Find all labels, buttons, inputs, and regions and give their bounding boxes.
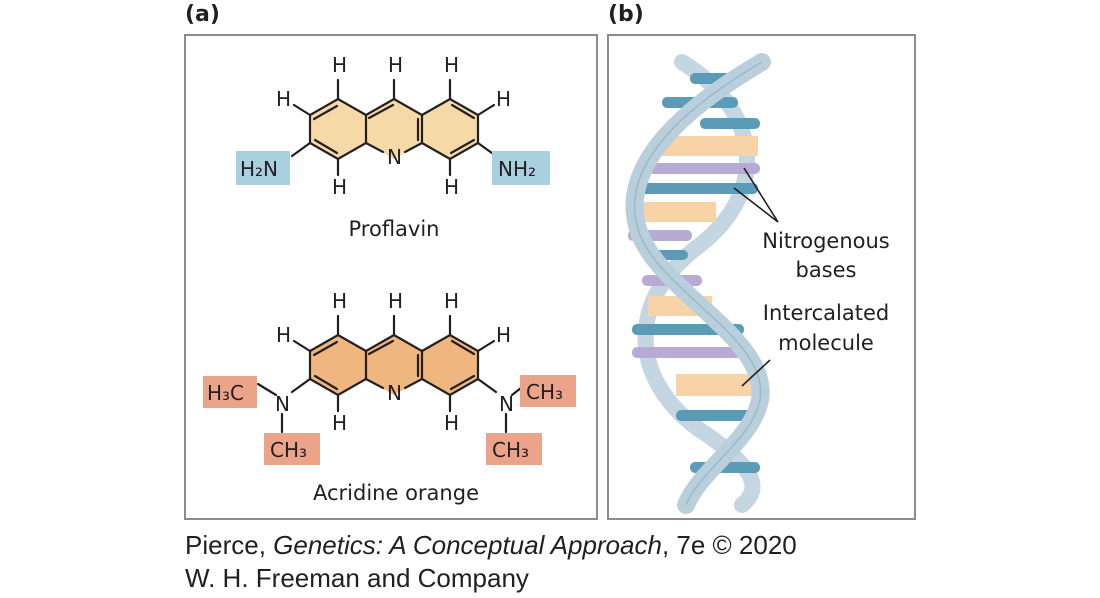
h-atom: H bbox=[276, 87, 291, 111]
amine-highlight-right bbox=[492, 151, 550, 185]
intercalated-molecule bbox=[676, 374, 760, 396]
acridine-orange-structure: H H H H H H H N N N H₃C CH₃ CH₃ CH₃ Acri… bbox=[203, 289, 576, 505]
amine-group-left: H₂N bbox=[240, 157, 278, 181]
h-atom: H bbox=[332, 411, 347, 435]
h-atom: H bbox=[332, 53, 347, 77]
credit-author: Pierce, bbox=[185, 530, 274, 560]
credit-line: Pierce, Genetics: A Conceptual Approach,… bbox=[185, 530, 797, 561]
base-pairs bbox=[628, 73, 760, 473]
h-atom: H bbox=[276, 323, 291, 347]
label-leaders bbox=[733, 167, 779, 387]
base-blue bbox=[676, 410, 754, 421]
h-atom: H bbox=[496, 323, 511, 347]
h-atom: H bbox=[388, 53, 403, 77]
methyl-highlight bbox=[264, 433, 320, 465]
label-nitrogenous-bases-line1: Nitrogenous bbox=[762, 229, 889, 253]
base-purple bbox=[632, 347, 754, 358]
amine-nitrogen-left: N bbox=[275, 392, 290, 416]
proflavin-caption: Proflavin bbox=[349, 217, 440, 241]
base-blue bbox=[700, 118, 760, 129]
proflavin-ring-right bbox=[422, 99, 478, 159]
label-nitrogenous-bases-line2: bases bbox=[795, 258, 856, 282]
label-intercalated-molecule-line2: molecule bbox=[778, 331, 874, 355]
methyl-highlight bbox=[486, 433, 542, 465]
acridine-ring-right bbox=[422, 335, 478, 395]
proflavin-ring-left bbox=[310, 99, 366, 159]
ring-nitrogen: N bbox=[387, 381, 402, 405]
methyl-highlight bbox=[520, 375, 576, 407]
intercalated-molecule bbox=[630, 202, 716, 222]
base-blue bbox=[640, 183, 758, 194]
proflavin-structure: H H H H H H H N H₂N NH₂ Proflavin bbox=[236, 53, 550, 241]
panel-b-label: (b) bbox=[608, 2, 644, 27]
credit-publisher: W. H. Freeman and Company bbox=[185, 563, 529, 593]
h-atom: H bbox=[444, 53, 459, 77]
methyl-group-right: CH₃ bbox=[526, 380, 563, 404]
h-atom: H bbox=[444, 411, 459, 435]
amine-highlight-left bbox=[236, 151, 290, 185]
acridine-ring-center bbox=[366, 335, 422, 395]
h-atom: H bbox=[332, 289, 347, 313]
acridine-orange-caption: Acridine orange bbox=[313, 481, 479, 505]
amine-nitrogen-right: N bbox=[499, 392, 514, 416]
h-atom: H bbox=[444, 289, 459, 313]
methyl-group-left: H₃C bbox=[207, 381, 244, 405]
h-atom: H bbox=[444, 175, 459, 199]
proflavin-ring-center bbox=[366, 99, 422, 159]
label-intercalated-molecule-line1: Intercalated bbox=[763, 301, 889, 325]
acridine-ring-left bbox=[310, 335, 366, 395]
dna-backbone-front-edge bbox=[633, 61, 763, 506]
methyl-group-left-lower: CH₃ bbox=[270, 438, 307, 462]
h-atom: H bbox=[388, 289, 403, 313]
base-purple bbox=[648, 163, 760, 174]
amine-group-right: NH₂ bbox=[498, 157, 536, 181]
panel-a-label: (a) bbox=[185, 2, 220, 27]
ring-nitrogen: N bbox=[387, 145, 402, 169]
credit-edition: , 7e © 2020 bbox=[661, 530, 797, 560]
intercalated-molecule bbox=[662, 136, 758, 156]
methyl-group-right-lower: CH₃ bbox=[492, 438, 529, 462]
dna-helix bbox=[625, 53, 771, 514]
h-atom: H bbox=[496, 87, 511, 111]
h-atom: H bbox=[332, 175, 347, 199]
methyl-highlight bbox=[203, 376, 257, 408]
credit-book-title: Genetics: A Conceptual Approach bbox=[273, 530, 662, 560]
